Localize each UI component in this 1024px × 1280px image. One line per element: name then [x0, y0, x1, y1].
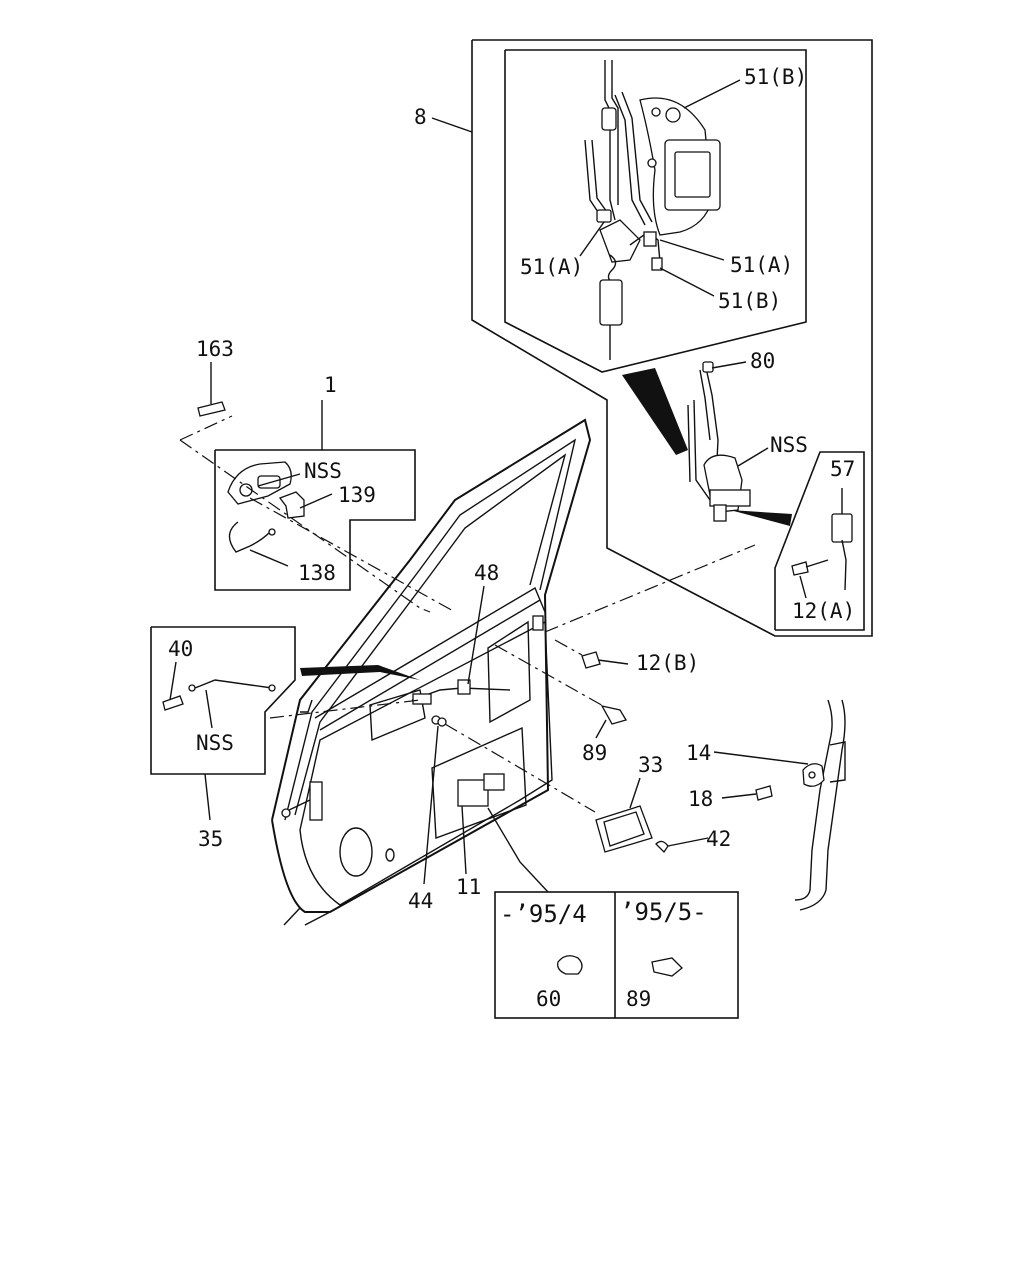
- actuator-detail: [622, 361, 792, 526]
- label-138: 138: [298, 561, 336, 585]
- label-8: 8: [414, 105, 427, 129]
- label-51b-top: 51(B): [744, 65, 807, 89]
- label-33: 33: [638, 753, 663, 777]
- callout-frame-35: [150, 626, 296, 775]
- label-14: 14: [686, 741, 711, 765]
- label-18: 18: [688, 787, 713, 811]
- assembly-lines: [179, 415, 756, 813]
- label-1: 1: [324, 373, 337, 397]
- label-139: 139: [338, 483, 376, 507]
- label-nss-lock: NSS: [770, 433, 808, 457]
- label-range-early: -’95/4: [500, 900, 587, 928]
- label-60: 60: [536, 987, 561, 1011]
- label-80: 80: [750, 349, 775, 373]
- label-12b: 12(B): [636, 651, 699, 675]
- label-51a-right: 51(A): [730, 253, 793, 277]
- label-57: 57: [830, 457, 855, 481]
- inner-handle-bezel: [595, 805, 669, 854]
- label-42: 42: [706, 827, 731, 851]
- label-48: 48: [474, 561, 499, 585]
- callout-frame-8: [471, 39, 873, 637]
- screws: [581, 651, 627, 725]
- label-163: 163: [196, 337, 234, 361]
- label-51b-bottom: 51(B): [718, 289, 781, 313]
- label-89-box: 89: [626, 987, 651, 1011]
- label-40: 40: [168, 637, 193, 661]
- label-11: 11: [456, 875, 481, 899]
- leader-lines: [169, 79, 843, 885]
- label-35: 35: [198, 827, 223, 851]
- label-range-late: ’95/5-: [620, 898, 707, 926]
- label-nss-handle: NSS: [304, 459, 342, 483]
- label-nss-rod: NSS: [196, 731, 234, 755]
- striker-area: [755, 699, 846, 911]
- lock-linkage-detail: [584, 60, 721, 360]
- label-89: 89: [582, 741, 607, 765]
- date-range-boxes: [487, 807, 739, 1019]
- door-outline: [271, 418, 592, 926]
- label-12a: 12(A): [792, 599, 855, 623]
- label-44: 44: [408, 889, 433, 913]
- label-51a-left: 51(A): [520, 255, 583, 279]
